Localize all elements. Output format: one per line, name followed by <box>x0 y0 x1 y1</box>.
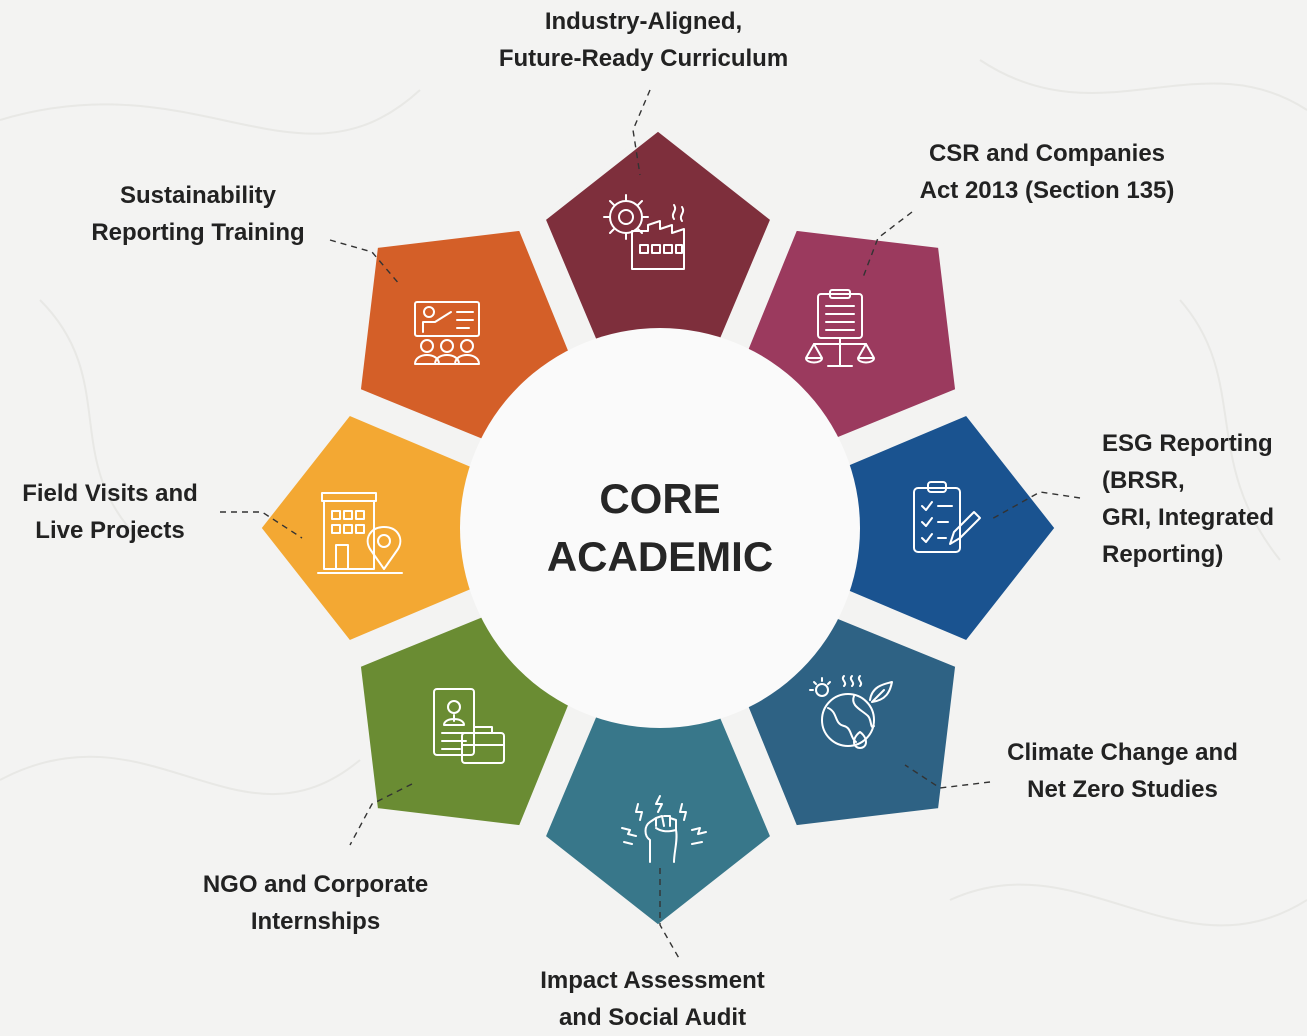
fist-impact-icon <box>621 795 707 863</box>
globe-climate-icon <box>809 675 893 749</box>
leader-line-climate <box>904 764 991 789</box>
center-title: CORE ACADEMIC <box>546 475 774 580</box>
label-ngo: NGO and Corporate Internships <box>202 871 429 935</box>
leader-line-curriculum <box>632 89 651 176</box>
label-impact: Impact Assessment and Social Audit <box>540 967 765 1031</box>
label-esg: ESG Reporting (BRSR, GRI, Integrated Rep… <box>1102 430 1275 568</box>
label-climate: Climate Change and Net Zero Studies <box>1007 739 1238 803</box>
center-circle <box>460 328 860 728</box>
label-csr: CSR and Companies Act 2013 (Section 135) <box>919 140 1175 204</box>
label-training: Sustainability Reporting Training <box>91 182 305 246</box>
label-field: Field Visits and Live Projects <box>22 480 198 544</box>
segment-esg <box>823 409 1061 647</box>
clipboard-checklist-icon <box>913 481 981 553</box>
leader-line-impact <box>659 868 681 961</box>
id-card-briefcase-icon <box>433 688 505 764</box>
leader-line-esg <box>989 491 1081 521</box>
presentation-audience-icon <box>414 301 480 365</box>
label-curriculum: Industry-Aligned, Future-Ready Curriculu… <box>498 8 789 72</box>
leader-line-field <box>220 511 303 539</box>
leader-line-ngo <box>349 783 413 846</box>
building-location-icon <box>317 492 403 574</box>
leader-line-training <box>329 239 401 286</box>
legal-document-scales-icon <box>805 289 875 367</box>
segment-curriculum <box>539 125 777 363</box>
leader-line-csr <box>861 211 913 281</box>
factory-gear-icon <box>603 194 685 270</box>
